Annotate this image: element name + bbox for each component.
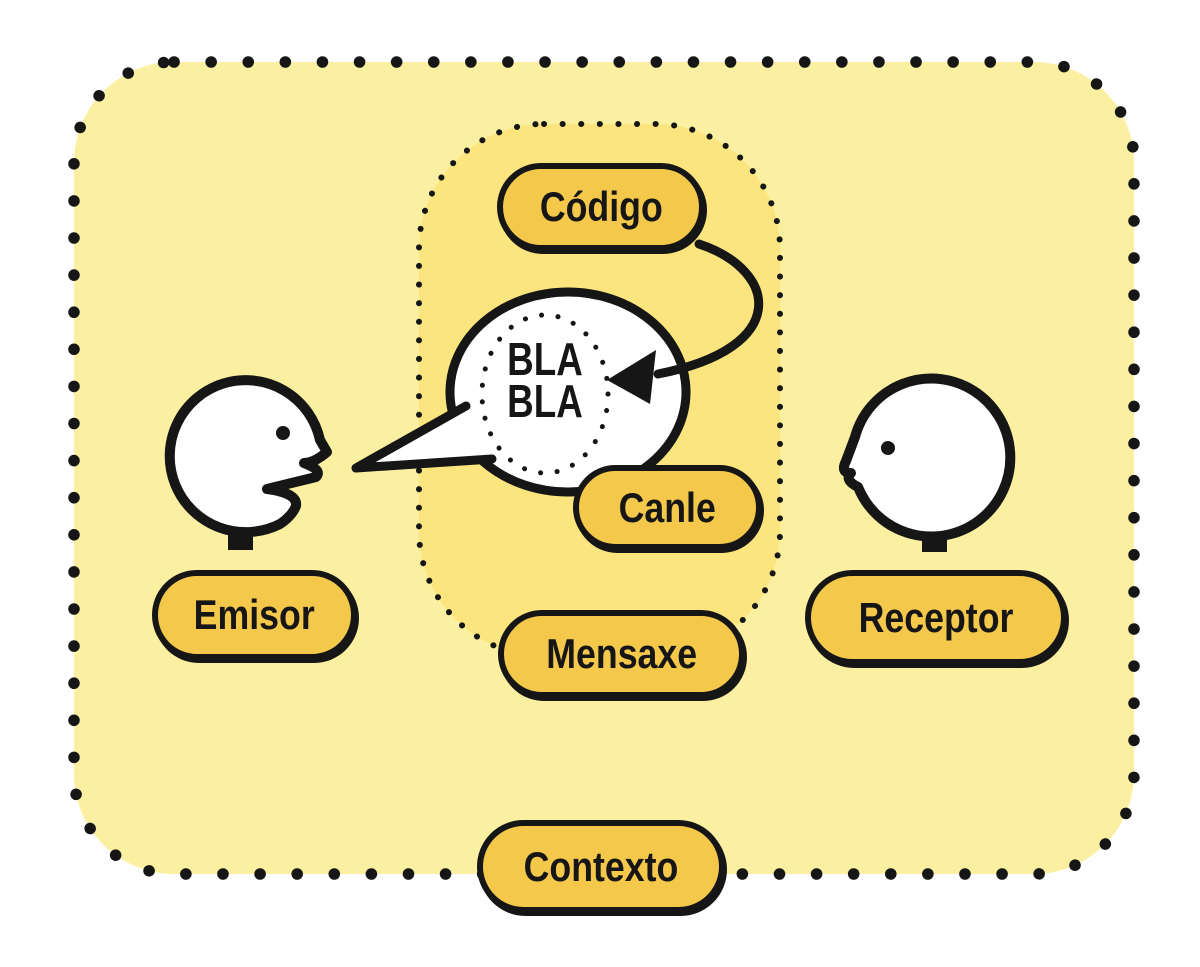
node-contexto: Contexto <box>477 820 725 913</box>
node-emisor-label: Emisor <box>193 591 316 638</box>
receptor-face-icon <box>838 373 1016 552</box>
speech-bubble-tail <box>351 401 497 473</box>
emisor-head <box>164 375 332 538</box>
node-mensaxe: Mensaxe <box>498 610 745 698</box>
node-canle: Canle <box>573 465 762 550</box>
speech-bubble <box>445 287 691 497</box>
bla-line-1: BLA <box>507 333 583 385</box>
bla-bla-text: BLA BLA <box>481 333 609 428</box>
node-emisor: Emisor <box>152 570 357 660</box>
node-receptor: Receptor <box>805 570 1067 665</box>
bla-line-2: BLA <box>507 375 583 428</box>
message-dotted-circle <box>479 312 611 476</box>
node-codigo: Código <box>497 163 705 251</box>
node-mensaxe-label: Mensaxe <box>546 630 697 677</box>
emisor-eye <box>276 426 290 440</box>
node-codigo-label: Código <box>539 183 663 230</box>
node-receptor-label: Receptor <box>858 593 1014 641</box>
codigo-arrowhead-icon <box>607 350 656 404</box>
receptor-head <box>838 373 1016 542</box>
node-contexto-label: Contexto <box>523 842 679 890</box>
node-canle-label: Canle <box>618 483 717 531</box>
receptor-eye <box>881 441 895 455</box>
emisor-face-icon <box>164 375 332 550</box>
codigo-arrow <box>653 239 764 379</box>
